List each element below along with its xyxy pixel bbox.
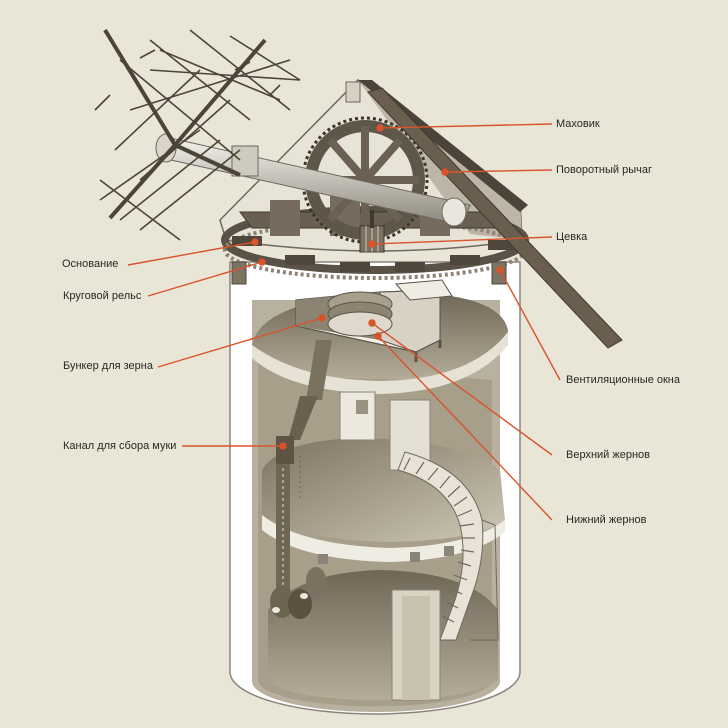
label-circular-rail: Круговой рельс: [63, 290, 142, 302]
label-flywheel: Маховик: [556, 118, 600, 130]
flour-sacks: [270, 567, 326, 619]
ground-floor: [268, 570, 498, 701]
millstone-assembly: [295, 279, 453, 362]
spiral-staircase: [397, 451, 499, 641]
leader-circular-rail: [147, 261, 263, 297]
leader-flywheel: [379, 123, 553, 129]
label-turning-lever: Поворотный рычаг: [556, 164, 652, 176]
label-ventilation-windows: Вентиляционные окна: [566, 374, 681, 386]
leader-lines: [127, 123, 561, 521]
label-upper-millstone: Верхний жернов: [566, 449, 650, 461]
leader-turning-lever: [444, 169, 553, 173]
middle-floor: [262, 438, 505, 564]
leader-ventilation: [499, 269, 561, 381]
label-lantern-gear: Цевка: [556, 231, 588, 243]
label-base: Основание: [62, 258, 119, 270]
label-flour-channel: Канал для сбора муки: [63, 440, 177, 452]
leader-lower-millstone: [377, 335, 553, 521]
leader-base: [127, 241, 256, 266]
leader-upper-millstone: [371, 322, 553, 456]
turning-lever: [367, 87, 623, 349]
label-grain-hopper: Бункер для зерна: [63, 360, 153, 372]
leader-grain-hopper: [157, 317, 323, 368]
flour-chute: [276, 340, 332, 600]
windmill-sails: [94, 28, 301, 241]
leader-lantern-gear: [371, 236, 553, 245]
label-lower-millstone: Нижний жернов: [566, 514, 647, 526]
